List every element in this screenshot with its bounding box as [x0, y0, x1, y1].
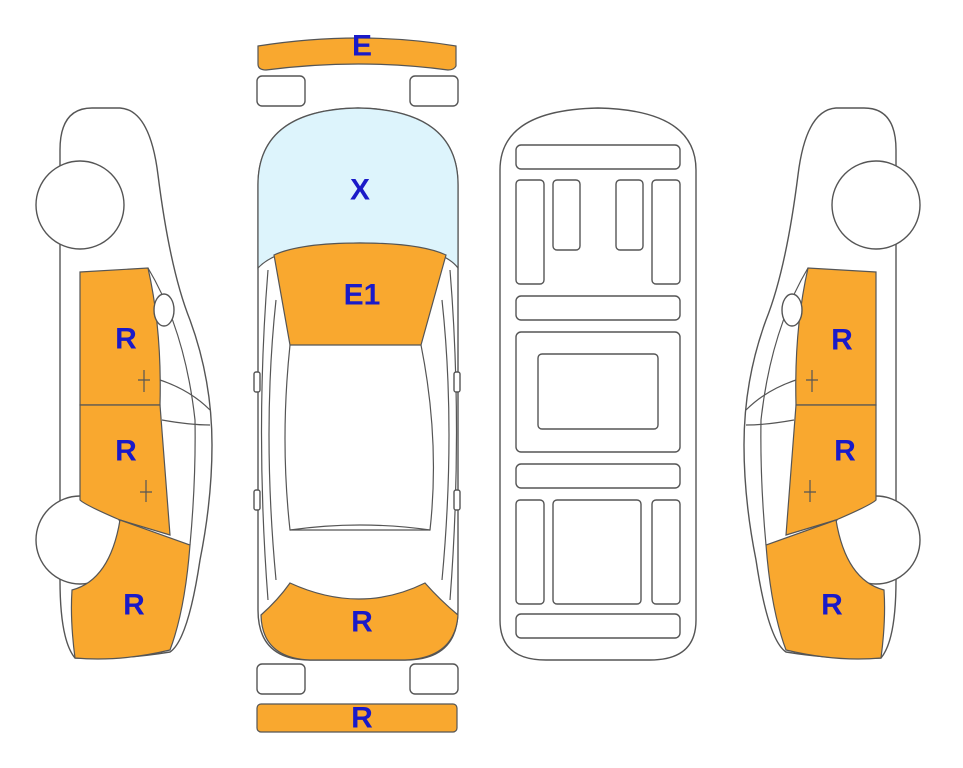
underside-engine-left [552, 179, 581, 251]
roof-rear-line [289, 524, 431, 531]
cabin-outline [284, 344, 435, 531]
right-rear-door-panel[interactable] [785, 404, 877, 536]
taillight-right [409, 663, 459, 695]
underside-front-bar [515, 144, 681, 170]
left-front-wheel [35, 160, 125, 250]
left-rear-quarter-label: R [123, 589, 145, 622]
underside-front-left-rail [515, 179, 545, 285]
underside-engine-right [615, 179, 644, 251]
underside-rear-cross [515, 463, 681, 489]
handle-left [253, 489, 261, 511]
underside-rear-bar [515, 613, 681, 639]
headlight-right [409, 75, 459, 107]
left-rear-door-label: R [115, 435, 137, 468]
right-window-line [745, 379, 797, 411]
right-mirror [781, 293, 803, 327]
left-side-curve [260, 269, 269, 601]
left-front-door-label: R [115, 323, 137, 356]
trunk-label: R [351, 606, 373, 639]
headlight-left [256, 75, 306, 107]
underside-tank [552, 499, 642, 605]
underside-view [499, 107, 697, 661]
left-rear-quarter-panel[interactable] [70, 519, 191, 660]
right-side-curve-2 [441, 299, 450, 581]
right-window-line-2 [745, 419, 795, 426]
left-mirror [153, 293, 175, 327]
right-rear-quarter-panel[interactable] [765, 519, 886, 660]
rear-bumper-panel[interactable] [256, 703, 458, 733]
underside-crossmember [515, 295, 681, 321]
right-side-view [743, 107, 921, 660]
right-front-handle [806, 370, 818, 392]
right-rear-quarter-label: R [821, 589, 843, 622]
right-front-wheel [831, 160, 921, 250]
mirror-left [253, 371, 261, 393]
mirror-right [453, 371, 461, 393]
underside-rear-right-rail [651, 499, 681, 605]
left-side-view [35, 107, 213, 660]
handle-right [453, 489, 461, 511]
underside-floor-inner [537, 353, 659, 430]
rear-bumper-label: R [351, 702, 373, 735]
front-bumper-panel[interactable] [257, 37, 457, 71]
underside-front-right-rail [651, 179, 681, 285]
left-front-handle [138, 370, 150, 392]
left-rear-door-panel[interactable] [79, 404, 171, 536]
right-rear-door-label: R [834, 435, 856, 468]
left-rear-handle [140, 480, 152, 502]
top-view [253, 37, 461, 733]
left-side-curve-2 [268, 299, 277, 581]
front-bumper-label: E [352, 30, 372, 63]
right-side-curve [449, 269, 458, 601]
underside-rear-left-rail [515, 499, 545, 605]
hood-panel[interactable] [273, 242, 447, 346]
damage-labels: E X E1 R R R R R R R R [115, 30, 856, 735]
left-window-line [159, 379, 211, 411]
hood-label: E1 [344, 279, 381, 312]
windshield-label: X [350, 174, 370, 207]
taillight-left [256, 663, 306, 695]
right-front-door-label: R [831, 324, 853, 357]
right-rear-handle [804, 480, 816, 502]
trunk-panel[interactable] [260, 582, 459, 661]
left-window-line-2 [161, 419, 211, 426]
